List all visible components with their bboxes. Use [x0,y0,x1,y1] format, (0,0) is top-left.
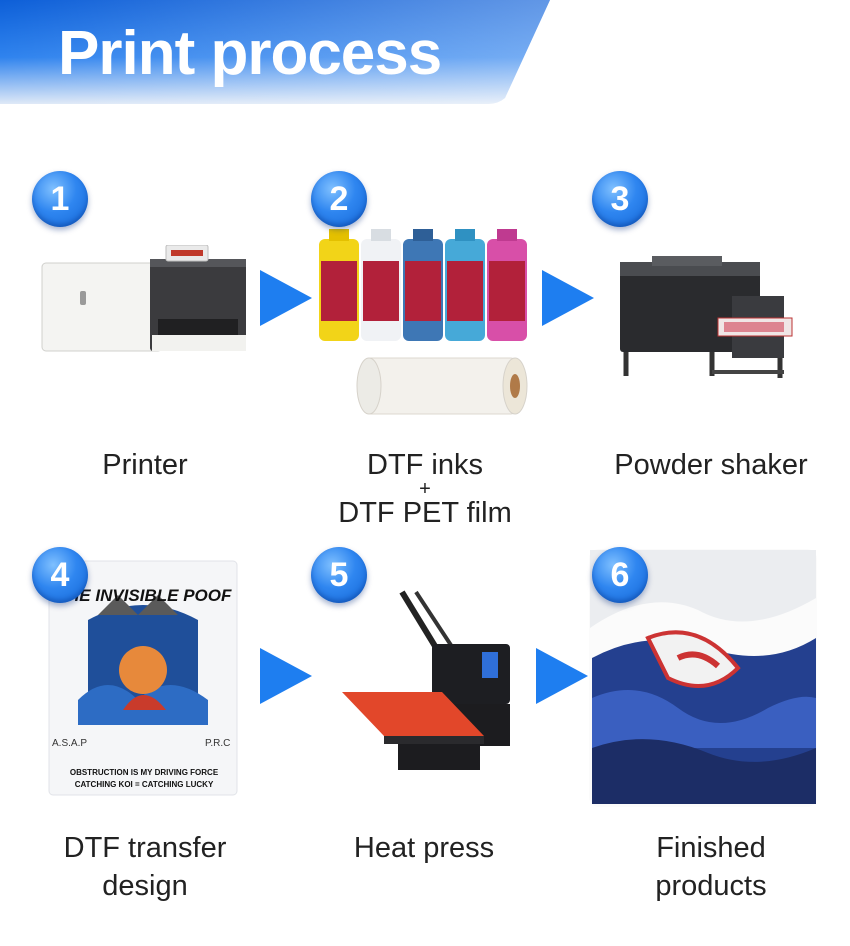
transfer-design-image [48,560,238,796]
arrow-right-icon [260,270,312,326]
print-process-banner [0,0,550,104]
transfer-left-tag: A.S.A.P [52,738,88,749]
film-roll-image [356,357,528,415]
step-number-badge: 1 [32,171,88,227]
heat-press-image [342,590,510,770]
arrow-right-icon [542,270,594,326]
printer-image [41,245,246,352]
page-title: Print process [58,19,442,88]
transfer-slogan-1: OBSTRUCTION IS MY DRIVING FORCE [69,768,219,777]
transfer-right-tag: P.R.C [205,738,231,749]
arrow-right-icon [536,648,588,704]
step-label-line: DTF inks [367,449,483,481]
finished-product-image [589,549,817,807]
step-label: Powder shaker [614,449,808,481]
transfer-slogan-2: CATCHING KOI = CATCHING LUCKY [74,780,214,789]
step-label-line: Finished [656,832,766,864]
step-number-badge: 6 [592,547,648,603]
step-label: DTF inks + DTF PET film [280,446,570,532]
arrow-right-icon [260,648,312,704]
step-label: Printer [102,449,188,481]
step-label: DTF transfer design [0,829,290,905]
step-label-plus: + [419,478,431,500]
step-label-line: DTF PET film [338,497,512,529]
step-label: Finished products [566,829,850,905]
powder-shaker-image [620,256,793,378]
step-label-line: DTF transfer [63,832,227,864]
step-label: Heat press [353,832,495,864]
step-number-badge: 3 [592,171,648,227]
step-number-badge: 2 [311,171,367,227]
ink-bottles-image [319,229,527,341]
step-number-badge: 4 [32,547,88,603]
transfer-headline: THE INVISIBLE POOF [56,586,232,605]
step-number-badge: 5 [311,547,367,603]
step-label-line: products [655,870,767,902]
step-label-line: design [102,870,188,902]
